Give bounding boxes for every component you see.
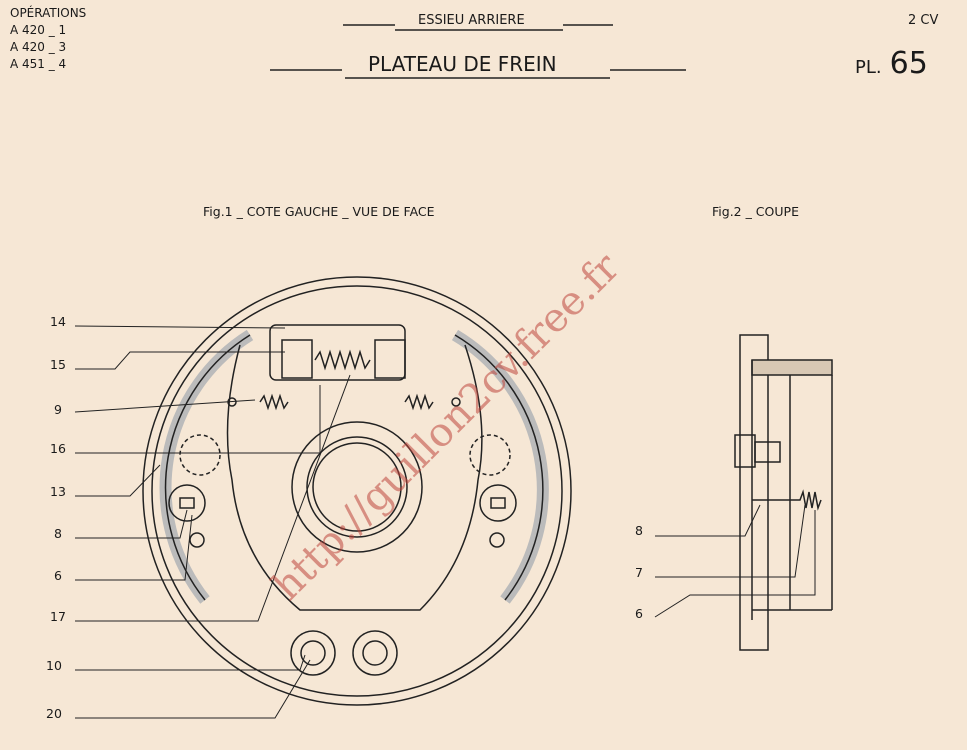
fig1-caption: Fig.1 _ COTE GAUCHE _ VUE DE FACE [203, 204, 435, 219]
operations-list: OPÉRATIONS A 420 _ 1 A 420 _ 3 A 451 _ 4 [10, 5, 86, 73]
callout-label: 8 [54, 526, 62, 541]
callout-label: 6 [54, 568, 62, 583]
plate-number-value: 65 [889, 46, 928, 81]
section-title: ESSIEU ARRIERE [418, 13, 525, 28]
callout-label: 16 [50, 441, 66, 456]
callout-label: 6 [635, 606, 643, 621]
plate-number: PL. 65 [855, 46, 928, 81]
page-title: PLATEAU DE FREIN [368, 52, 557, 76]
callout-label: 20 [46, 706, 62, 721]
plate-prefix: PL. [855, 57, 882, 78]
callout-label: 15 [50, 357, 66, 372]
operation-code: A 451 _ 4 [10, 57, 67, 71]
callout-label: 8 [635, 523, 643, 538]
callout-label: 17 [50, 609, 66, 624]
fig2-caption: Fig.2 _ COUPE [712, 204, 799, 219]
callout-label: 7 [635, 565, 643, 580]
operation-code: A 420 _ 3 [10, 40, 67, 54]
operation-code: A 420 _ 1 [10, 23, 67, 37]
model-label: 2 CV [908, 13, 939, 28]
operations-title: OPÉRATIONS [10, 6, 87, 20]
callout-label: 10 [46, 658, 62, 673]
fig2-section-view [734, 334, 833, 651]
callout-label: 9 [54, 402, 62, 417]
callout-label: 14 [50, 314, 66, 329]
callout-label: 13 [50, 484, 66, 499]
